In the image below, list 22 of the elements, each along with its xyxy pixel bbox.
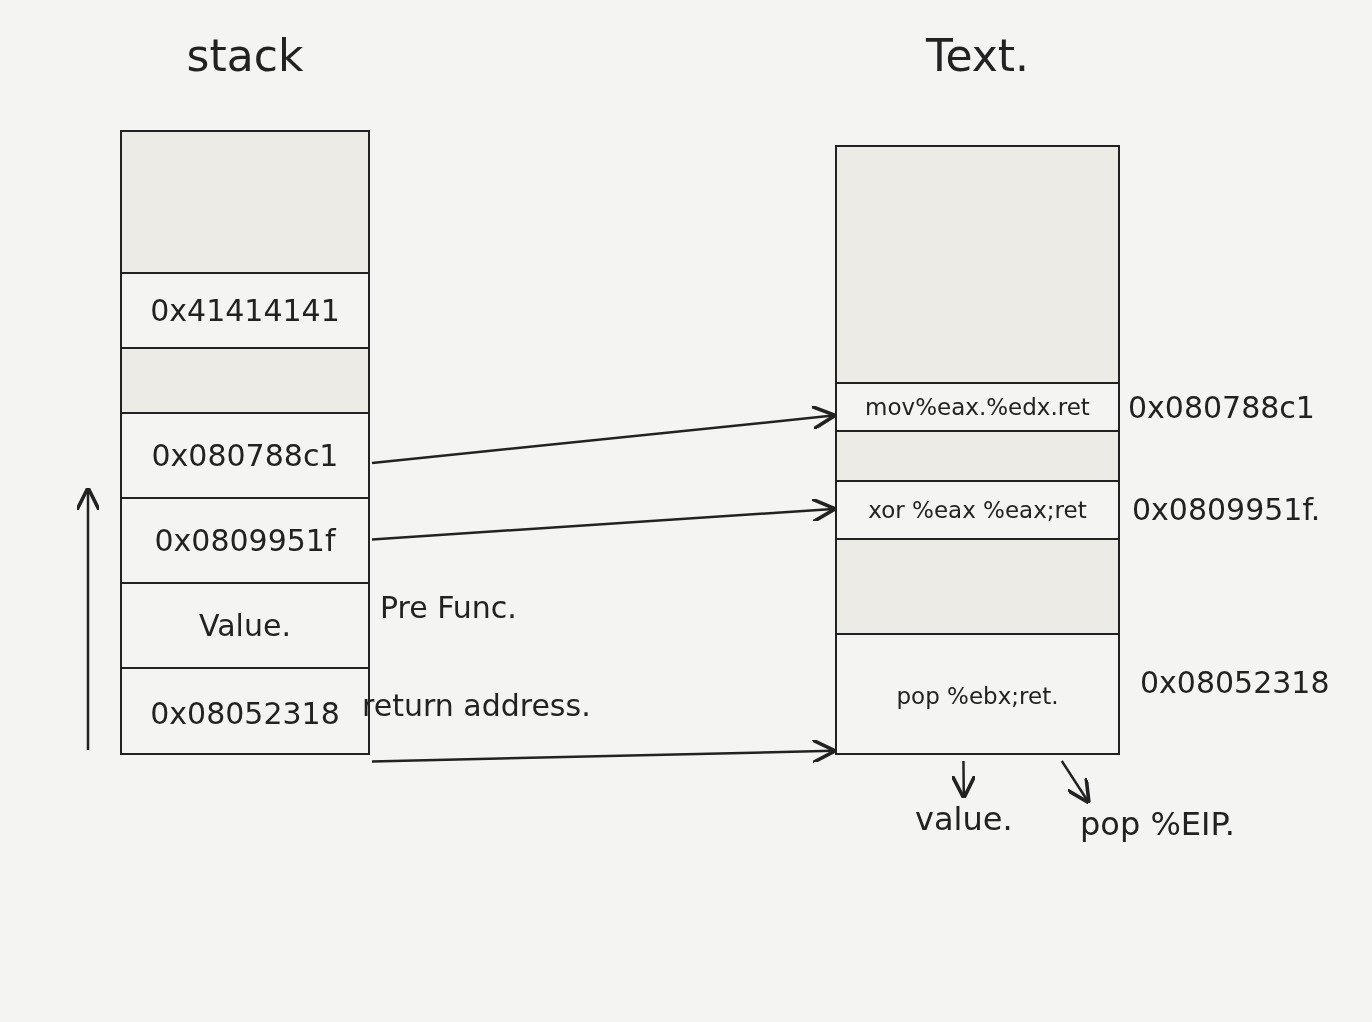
empty-memory-slot [122, 347, 368, 412]
memory-slot: 0x0809951f [122, 497, 368, 582]
arrow [950, 761, 977, 801]
column-heading: Text. [925, 30, 1030, 83]
annotation-text: Pre Func. [380, 590, 517, 625]
annotation-text: 0x0809951f. [1132, 492, 1321, 527]
arrow [371, 738, 838, 765]
annotation-text: 0x080788c1 [1128, 390, 1315, 425]
memory-slot: Value. [122, 582, 368, 667]
memory-slot: 0x080788c1 [122, 412, 368, 497]
empty-memory-slot [837, 538, 1118, 633]
column-heading: stack [185, 30, 305, 83]
empty-memory-slot [837, 430, 1118, 480]
annotation-text: pop %EIP. [1080, 805, 1235, 843]
annotation-text: value. [915, 800, 1013, 838]
annotation-text: 0x08052318 [1140, 665, 1330, 700]
memory-slot: pop %ebx;ret. [837, 633, 1118, 757]
empty-memory-slot [122, 132, 368, 272]
arrow [371, 404, 838, 465]
empty-memory-slot [837, 147, 1118, 382]
arrow [371, 497, 838, 541]
arrow [1060, 760, 1091, 805]
